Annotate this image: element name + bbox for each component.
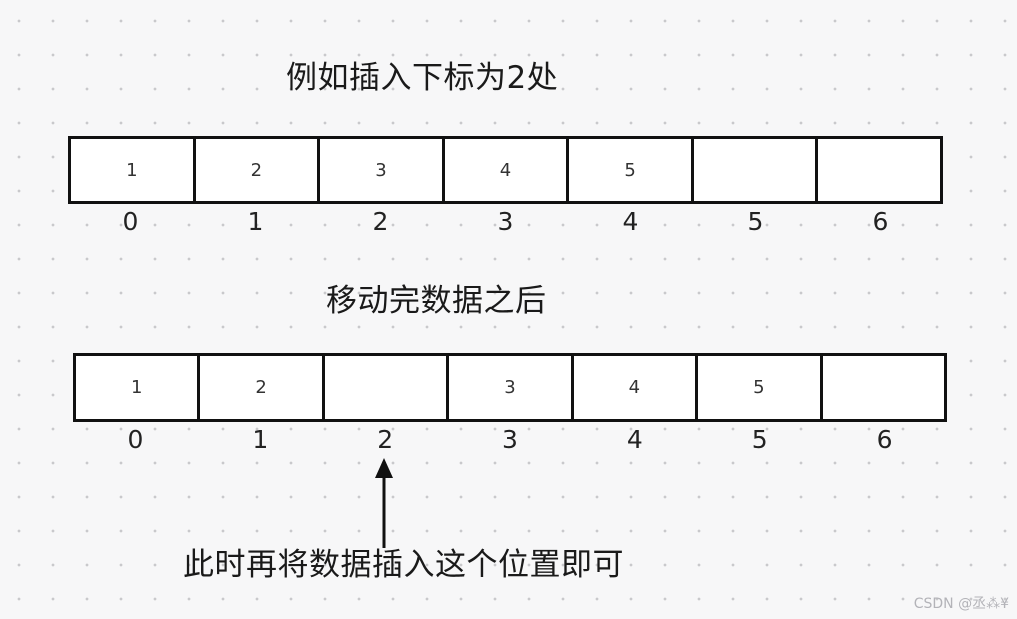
array-after: 1 2 3 4 5 [73, 353, 947, 422]
watermark: CSDN @丞⁂¥ [913, 596, 1009, 612]
index-label: 0 [127, 425, 144, 454]
caption-insert-example: 例如插入下标为2处 [286, 60, 559, 96]
index-label: 6 [876, 425, 893, 454]
array-cell: 5 [698, 356, 823, 419]
index-label: 3 [497, 207, 514, 236]
index-label: 0 [122, 207, 139, 236]
array-before: 1 2 3 4 5 [68, 136, 943, 204]
array-cell: 3 [320, 139, 445, 201]
array-cell: 1 [71, 139, 196, 201]
array-cell: 1 [76, 356, 201, 419]
array-cell: 3 [449, 356, 574, 419]
insert-position-arrow-icon [375, 458, 393, 548]
index-label: 5 [747, 207, 764, 236]
array-after-indices: 0 1 2 3 4 5 6 [73, 422, 947, 462]
array-cell: 2 [200, 356, 325, 419]
array-cell [818, 139, 940, 201]
index-label: 2 [377, 425, 394, 454]
index-label: 4 [622, 207, 639, 236]
index-label: 1 [252, 425, 269, 454]
array-cell [694, 139, 819, 201]
index-label: 5 [751, 425, 768, 454]
index-label: 3 [502, 425, 518, 454]
caption-insert-here: 此时再将数据插入这个位置即可 [183, 547, 624, 583]
array-cell: 4 [574, 356, 699, 419]
array-before-indices: 0 1 2 3 4 5 6 [68, 204, 943, 244]
index-label: 4 [626, 425, 643, 454]
index-label: 6 [872, 207, 889, 236]
array-cell: 2 [196, 139, 321, 201]
array-cell [823, 356, 944, 419]
index-label: 1 [247, 207, 264, 236]
caption-after-move: 移动完数据之后 [326, 283, 547, 319]
array-cell: 5 [569, 139, 694, 201]
array-cell: 4 [445, 139, 570, 201]
array-cell-empty-slot [325, 356, 450, 419]
index-label: 2 [372, 207, 389, 236]
